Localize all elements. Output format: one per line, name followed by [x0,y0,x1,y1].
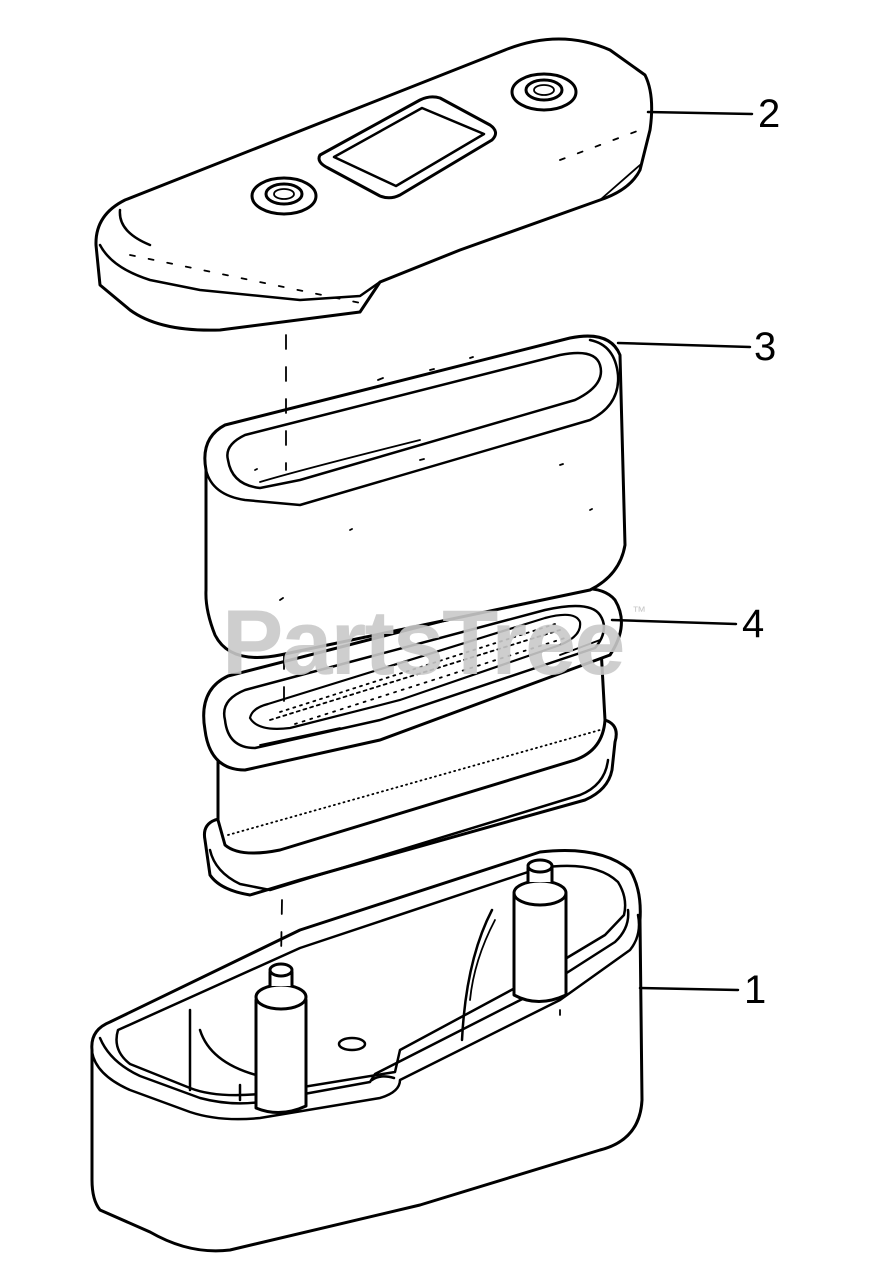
callout-label-1: 1 [744,968,766,1012]
callout-label-2: 2 [758,92,780,136]
watermark-text: PartsTree [222,592,623,694]
leader-lines [610,110,754,992]
part-air-cleaner-cover[interactable] [94,37,654,332]
part-pre-cleaner-foam[interactable] [203,334,627,659]
part-filter-cartridge[interactable] [202,586,623,897]
assembly-center-lines [280,334,287,961]
callout-label-3: 3 [754,325,776,369]
callout-label-4: 4 [742,602,764,646]
part-air-cleaner-base[interactable] [90,848,644,1253]
watermark-trademark: ™ [632,603,646,619]
